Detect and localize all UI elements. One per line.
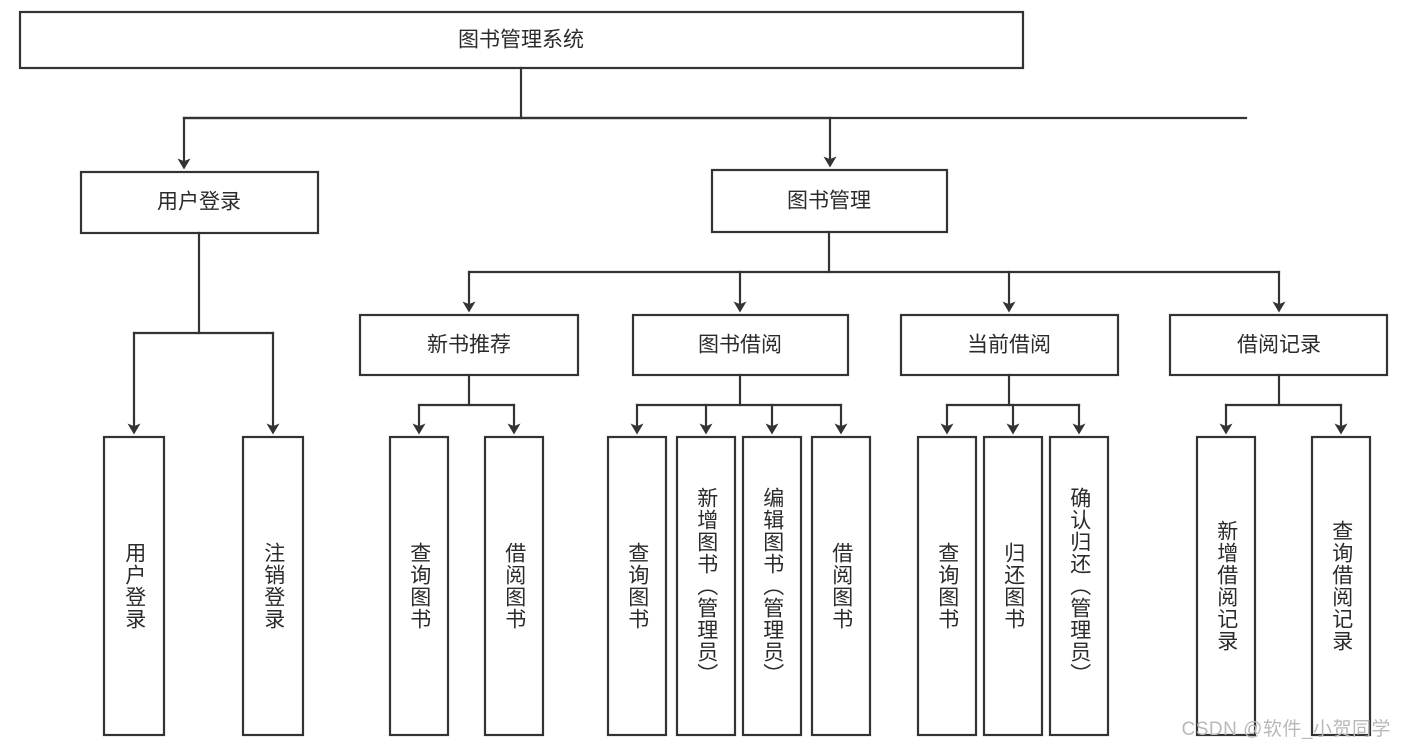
node-box-user-login[interactable] [79,170,320,235]
node-label-new-book-recommend: 新书推荐 [427,334,511,357]
leaf-label-logout: 注销登录 [261,542,285,630]
leaf-label-return-book: 归还图书 [1001,542,1025,630]
node-box-root[interactable] [18,10,1025,70]
leaf-label-query-borrow-record: 查询借阅记录 [1329,520,1353,652]
node-label-borrow-record: 借阅记录 [1237,334,1321,357]
leaf-label-query-book-current: 查询图书 [935,542,959,630]
leaf-label-add-book-admin: 新增图书（管理员） [694,487,718,685]
node-label-book-borrow: 图书借阅 [698,334,782,357]
leaf-box-edit-book-admin[interactable] [741,435,803,737]
leaf-box-borrow-book-recommend[interactable] [483,435,545,737]
leaf-box-query-book-borrow[interactable] [606,435,668,737]
leaf-box-user-login[interactable] [102,435,166,737]
connector-user-login-to-leaves [127,231,280,435]
leaf-box-query-borrow-record[interactable] [1310,435,1372,737]
node-box-new-book-recommend[interactable] [358,313,580,377]
leaf-box-borrow-book[interactable] [810,435,872,737]
leaf-box-logout[interactable] [241,435,305,737]
node-box-current-borrow[interactable] [899,313,1120,377]
leaf-label-borrow-book-recommend: 借阅图书 [502,542,526,630]
leaf-box-add-borrow-record[interactable] [1195,435,1257,737]
connector-current-borrow-to-leaves [940,373,1086,435]
leaf-label-query-book-borrow: 查询图书 [625,542,649,630]
connector-new-book-recommend-to-leaves [412,373,521,435]
connector-borrow-record-to-leaves [1219,373,1348,435]
connector-book-borrow-to-leaves [630,373,848,435]
leaf-box-query-book-current[interactable] [916,435,978,737]
leaf-box-return-book[interactable] [982,435,1044,737]
node-label-user-login: 用户登录 [157,191,241,214]
leaf-box-add-book-admin[interactable] [675,435,737,737]
connector-book-management-to-level3 [462,230,1286,313]
leaf-label-confirm-return-admin: 确认归还（管理员） [1067,487,1091,685]
leaf-box-query-book-recommend[interactable] [388,435,450,737]
leaf-label-query-book-recommend: 查询图书 [407,542,431,630]
leaf-label-user-login: 用户登录 [122,542,146,630]
connector-root-to-level2 [177,66,1248,170]
watermark-text: CSDN @软件_小贺同学 [1181,719,1391,740]
leaf-box-confirm-return-admin[interactable] [1048,435,1110,737]
node-label-book-management: 图书管理 [787,190,871,213]
node-label-current-borrow: 当前借阅 [967,334,1051,357]
node-label-root: 图书管理系统 [458,29,584,52]
leaf-label-add-borrow-record: 新增借阅记录 [1214,520,1238,652]
leaf-label-edit-book-admin: 编辑图书（管理员） [760,487,784,685]
leaf-label-borrow-book: 借阅图书 [829,542,853,630]
